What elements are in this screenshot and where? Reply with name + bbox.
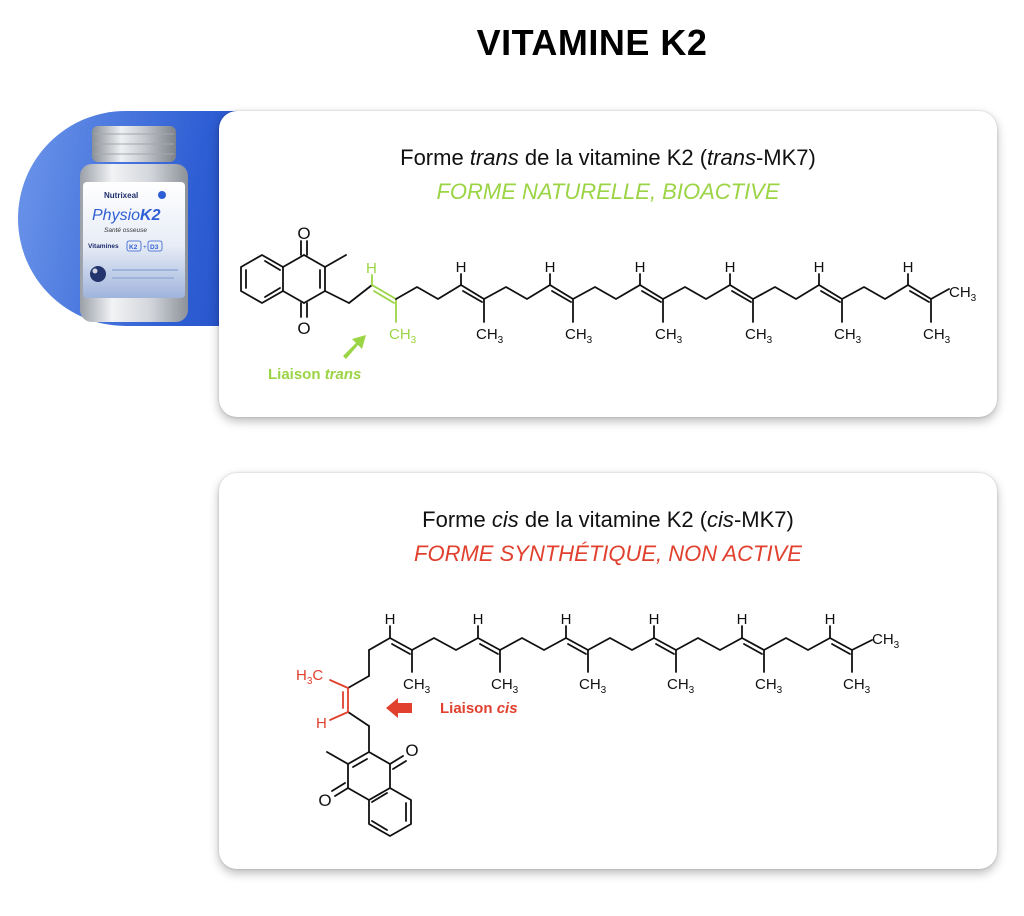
trans-form-card: Forme trans de la vitamine K2 (trans-MK7… <box>219 111 997 417</box>
cis-red-methyl: H3C <box>296 667 323 687</box>
product-bottle-image: Nutrixeal PhysioK2 Santé osseuse Vitamin… <box>80 126 188 322</box>
trans-methyl-1: CH3 <box>476 326 504 346</box>
cis-h-3: H <box>561 611 572 628</box>
cis-benzene-ring <box>368 787 412 837</box>
trans-h-6: H <box>903 259 914 276</box>
trans-h-1: H <box>456 259 467 276</box>
trans-h-5: H <box>814 259 825 276</box>
svg-text:+: + <box>143 244 147 251</box>
trans-methyl-6: CH3 <box>923 326 951 346</box>
trans-methyl-3: CH3 <box>655 326 683 346</box>
trans-h-4: H <box>725 259 736 276</box>
product-brand: Nutrixeal <box>104 191 138 200</box>
trans-green-methyl: CH3 <box>389 326 417 346</box>
cis-methyl-4: CH3 <box>667 676 695 696</box>
cis-h-1: H <box>385 611 396 628</box>
cis-h-2: H <box>473 611 484 628</box>
trans-methyl-2: CH3 <box>565 326 593 346</box>
trans-bond-label: Liaison trans <box>268 366 361 383</box>
cis-methyl-1: CH3 <box>403 676 431 696</box>
cis-oxygen-right: O <box>405 741 418 760</box>
trans-methyl-terminal: CH3 <box>949 284 977 304</box>
trans-green-h: H <box>366 260 377 277</box>
product-subtitle: Santé osseuse <box>104 227 147 234</box>
cis-h-6: H <box>825 611 836 628</box>
product-tag-d3: D3 <box>150 244 159 251</box>
trans-oxygen-bottom: O <box>297 319 310 338</box>
trans-card-heading: Forme trans de la vitamine K2 (trans-MK7… <box>400 145 816 170</box>
cis-card-subtitle: FORME SYNTHÉTIQUE, NON ACTIVE <box>414 541 802 566</box>
trans-methyl-4: CH3 <box>745 326 773 346</box>
cis-methyl-6: CH3 <box>843 676 871 696</box>
cis-methyl-3: CH3 <box>579 676 607 696</box>
product-tag-k2: K2 <box>129 244 138 251</box>
cis-oxygen-left: O <box>318 791 331 810</box>
product-name: PhysioK2 <box>92 207 161 224</box>
cis-h-5: H <box>737 611 748 628</box>
trans-arrow-icon <box>343 335 366 359</box>
cis-card-heading: Forme cis de la vitamine K2 (cis-MK7) <box>422 507 794 532</box>
cis-arrow-icon <box>386 698 412 718</box>
cis-methyl-2: CH3 <box>491 676 519 696</box>
page-title: VITAMINE K2 <box>476 22 708 63</box>
cis-h-4: H <box>649 611 660 628</box>
trans-h-2: H <box>545 259 556 276</box>
trans-methyl-5: CH3 <box>834 326 862 346</box>
cis-form-card: Forme cis de la vitamine K2 (cis-MK7) FO… <box>219 473 997 869</box>
cis-methyl-terminal: CH3 <box>872 631 900 651</box>
trans-h-3: H <box>635 259 646 276</box>
cis-bond-label: Liaison cis <box>440 700 518 717</box>
cis-methyl-5: CH3 <box>755 676 783 696</box>
trans-card-subtitle: FORME NATURELLE, BIOACTIVE <box>436 179 780 204</box>
product-vitamins-label: Vitamines <box>88 243 119 250</box>
cis-red-h: H <box>316 715 327 732</box>
trans-oxygen-top: O <box>297 224 310 243</box>
